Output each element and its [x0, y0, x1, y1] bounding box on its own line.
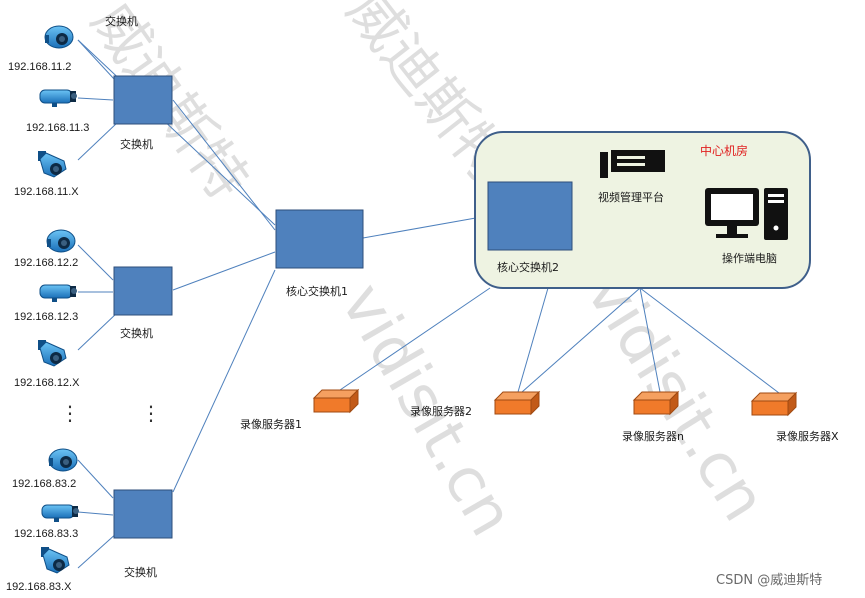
bullet-camera-icon [41, 504, 80, 523]
switch-1-label: 交换机 [120, 137, 153, 151]
recorder-1-label: 录像服务器1 [240, 418, 302, 431]
core-switch-2-label: 核心交换机2 [497, 260, 559, 274]
switch-3 [113, 489, 173, 539]
camera-ip: 192.168.11.3 [26, 122, 89, 134]
center-room-title: 中心机房 [700, 143, 748, 158]
core-switch-1-label: 核心交换机1 [286, 284, 348, 298]
ptz-camera-icon [40, 546, 70, 574]
ellipsis-cameras: ⋮ [60, 401, 80, 425]
operator-label: 操作端电脑 [722, 251, 777, 265]
camera-ip: 192.168.83.3 [14, 528, 78, 540]
csdn-credit: CSDN @威迪斯特 [716, 573, 822, 588]
camera-ip: 192.168.12.X [14, 377, 80, 389]
core-switch-2 [487, 181, 573, 251]
recorder-n-label: 录像服务器n [622, 430, 684, 443]
top-switch-label: 交换机 [105, 14, 138, 28]
ptz-camera-icon [37, 150, 67, 178]
server-icon [600, 150, 665, 178]
camera-ip: 192.168.11.X [14, 186, 79, 198]
computer-icon [705, 188, 788, 240]
switch-1 [113, 75, 173, 125]
switch-3-label: 交换机 [124, 565, 157, 579]
platform-label: 视频管理平台 [598, 190, 664, 204]
ptz-camera-icon [37, 339, 67, 367]
recorder-2-label: 录像服务器2 [410, 405, 472, 418]
recorder-icon [313, 389, 359, 413]
dome-camera-icon [44, 25, 74, 49]
recorder-x-label: 录像服务器X [776, 430, 839, 443]
camera-ip: 192.168.12.3 [14, 311, 78, 323]
core-switch-1 [275, 209, 364, 269]
camera-ip: 192.168.11.2 [8, 61, 71, 73]
camera-ip: 192.168.83.X [6, 581, 72, 593]
switch-2 [113, 266, 173, 316]
bullet-camera-icon [39, 89, 78, 108]
switch-2-label: 交换机 [120, 326, 153, 340]
recorder-icon [633, 391, 679, 415]
camera-ip: 192.168.83.2 [12, 478, 76, 490]
camera-ip: 192.168.12.2 [14, 257, 78, 269]
dome-camera-icon [48, 448, 78, 472]
recorder-icon [751, 392, 797, 416]
connections [77, 39, 780, 569]
dome-camera-icon [46, 229, 76, 253]
ellipsis-switches: ⋮ [141, 401, 161, 425]
bullet-camera-icon [39, 284, 78, 303]
recorder-icon [494, 391, 540, 415]
